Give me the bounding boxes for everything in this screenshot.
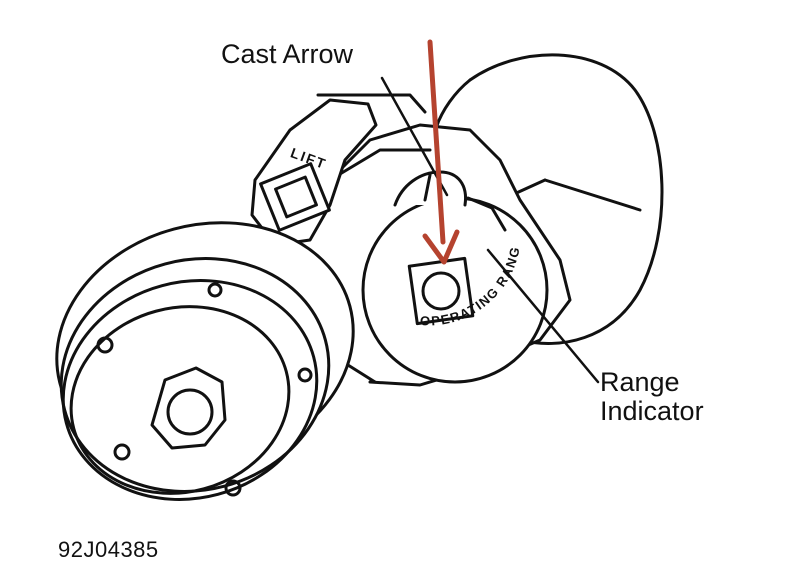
range-indicator-leader-line bbox=[486, 248, 600, 384]
tensioner-line-art bbox=[55, 53, 664, 501]
pulley-center-bolt bbox=[150, 366, 227, 450]
cast-arrow-leader-line bbox=[380, 76, 449, 197]
marker-arrow-head bbox=[422, 229, 460, 265]
range-indicator-label-line2: Indicator bbox=[600, 396, 704, 427]
pulley bbox=[55, 221, 355, 501]
marker-arrow-shaft bbox=[427, 39, 446, 245]
cast-arrow-label: Cast Arrow bbox=[221, 39, 354, 69]
marker-arrow bbox=[422, 39, 460, 265]
lift-bracket bbox=[250, 93, 427, 247]
range-indicator-dial bbox=[361, 170, 549, 384]
figure-id-label: 92J04385 bbox=[58, 537, 159, 562]
range-indicator-label-line1: Range bbox=[600, 367, 680, 397]
range-indicator-label: Range Indicator bbox=[600, 367, 704, 427]
pulley-bolt-holes bbox=[96, 282, 313, 497]
